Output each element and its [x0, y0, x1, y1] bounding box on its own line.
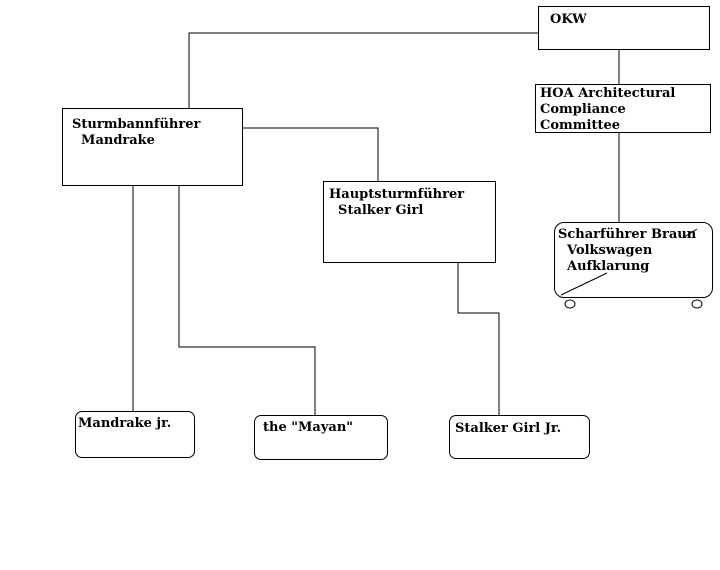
node-hoa-label: HOA Architectural Compliance Committee: [540, 86, 676, 133]
node-okw: OKW: [538, 6, 710, 50]
node-stalker-girl: Hauptsturmführer Stalker Girl: [323, 181, 496, 263]
node-mandrake-label: Sturmbannführer Mandrake: [72, 117, 201, 148]
node-mayan: the "Mayan": [254, 415, 388, 460]
connector-mandrake-mayan: [178, 185, 316, 415]
node-mayan-label: the "Mayan": [263, 420, 354, 435]
node-braun-vehicle: Scharführer Braun Volkswagen Aufklarung: [554, 222, 713, 298]
connector-mandrake-stalker-girl: [242, 127, 379, 181]
connector-okw-mandrake: [188, 32, 538, 108]
vehicle-door-line: [560, 272, 608, 296]
node-mandrake-jr: Mandrake jr.: [75, 411, 195, 458]
node-stalker-girl-jr-label: Stalker Girl Jr.: [455, 421, 562, 436]
node-hoa-committee: HOA Architectural Compliance Committee: [535, 84, 711, 133]
vehicle-front-wheel-icon: [691, 299, 703, 309]
vehicle-windshield-line: [682, 228, 698, 239]
node-stalker-girl-jr: Stalker Girl Jr.: [449, 415, 590, 459]
node-okw-label: OKW: [550, 12, 587, 27]
node-mandrake: Sturmbannführer Mandrake: [62, 108, 243, 186]
connector-stalker-girl-jr: [457, 262, 500, 415]
node-stalker-girl-label: Hauptsturmführer Stalker Girl: [329, 187, 465, 218]
node-mandrake-jr-label: Mandrake jr.: [78, 416, 172, 431]
vehicle-rear-wheel-icon: [564, 299, 576, 309]
node-braun-label: Scharführer Braun Volkswagen Aufklarung: [558, 227, 697, 274]
